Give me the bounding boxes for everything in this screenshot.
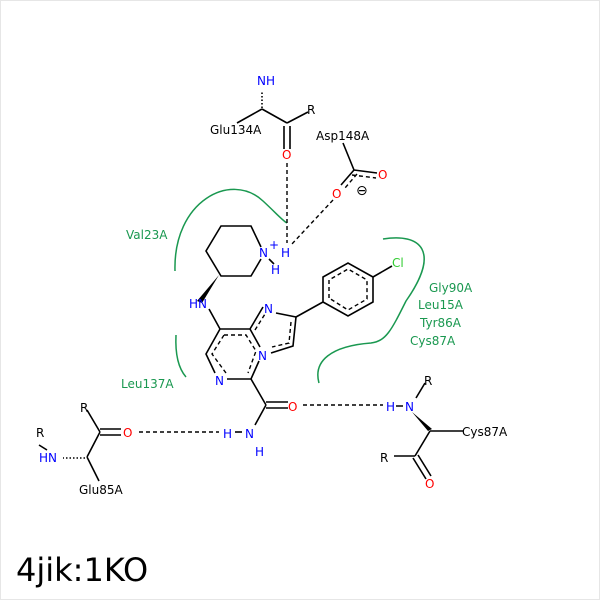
hydrophobic-label-leu137: Leu137A [121, 377, 174, 391]
residue-label-asp148: Asp148A [316, 129, 370, 143]
negative-charge-icon: ⊖ [356, 183, 368, 199]
residue-label-glu85: Glu85A [79, 483, 124, 497]
hbond-asp148 [290, 199, 334, 246]
hydrophobic-label-cys87: Cys87A [410, 334, 456, 348]
residue-glu85: O R R HN Glu85A [36, 401, 132, 497]
atom-n: N [405, 400, 414, 414]
residue-label-glu134: Glu134A [210, 123, 262, 137]
imidazopyrazine-core: N N N [205, 302, 297, 388]
atom-nh: NH [257, 74, 275, 88]
atom-n: N [264, 302, 273, 316]
residue-cys87: H N R Cys87A R O [380, 374, 508, 491]
positive-charge: + [269, 238, 279, 252]
chlorophenyl: Cl [295, 256, 404, 318]
atom-h: H [386, 400, 395, 414]
residue-glu134: NH R Glu134A O [210, 74, 315, 162]
atom-n: N [245, 427, 254, 441]
atom-o: O [123, 426, 132, 440]
hydrophobic-label-leu15: Leu15A [418, 298, 464, 312]
hydrophobic-arc-leu137 [175, 334, 187, 378]
atom-o: O [332, 187, 341, 201]
atom-o: O [378, 168, 387, 182]
atom-h: H [281, 246, 290, 260]
hydrophobic-label-gly90: Gly90A [429, 281, 473, 295]
hydrophobic-arc-val23 [174, 188, 288, 272]
atom-r: R [380, 451, 388, 465]
hydrophobic-label-tyr86: Tyr86A [419, 316, 462, 330]
atom-o: O [288, 400, 297, 414]
atom-o: O [425, 477, 434, 491]
atom-n: N [258, 349, 267, 363]
atom-r: R [307, 103, 315, 117]
atom-n: N [215, 374, 224, 388]
atom-o: O [282, 148, 291, 162]
residue-asp148: Asp148A O O ⊖ [316, 129, 387, 201]
atom-h: H [223, 427, 232, 441]
atom-hn: HN [39, 451, 57, 465]
hydrophobic-arc-right [317, 237, 425, 384]
atom-h: H [255, 445, 264, 459]
amide-group: O N H H [223, 378, 297, 459]
atom-r: R [36, 426, 44, 440]
atom-cl: Cl [392, 256, 404, 270]
atom-h: H [271, 263, 280, 277]
residue-label-cys87: Cys87A [462, 425, 508, 439]
diagram-title: 4jik:1KO [16, 551, 149, 589]
atom-r: R [424, 374, 432, 388]
hydrophobic-label-val23: Val23A [126, 228, 168, 242]
atom-hn: HN [189, 297, 207, 311]
piperidine-ring: N + H H HN [189, 225, 290, 311]
atom-n-plus: N [259, 246, 268, 260]
atom-r: R [80, 401, 88, 415]
